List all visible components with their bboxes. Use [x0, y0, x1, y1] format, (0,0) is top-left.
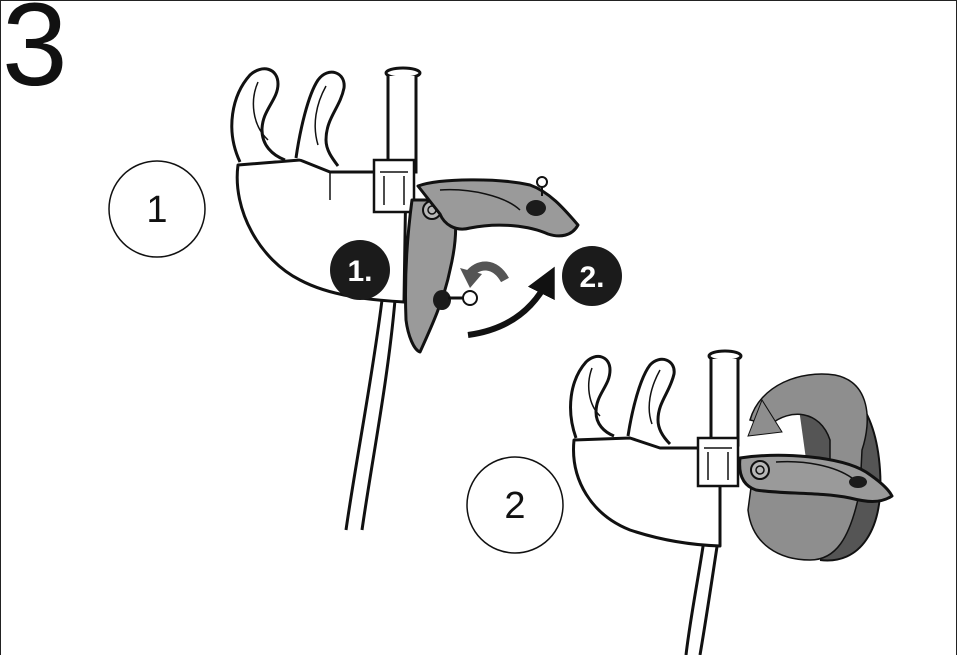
- figure-1: 1. 2. 1: [109, 68, 622, 530]
- pole-2: [686, 540, 718, 655]
- action-badge-1: 1.: [330, 240, 390, 300]
- sub-step-badge-2: 2: [467, 457, 563, 553]
- open-arrow-icon: [468, 280, 548, 335]
- prong-right-2: [628, 359, 674, 444]
- key-icon: [448, 291, 477, 305]
- action-label-2: 2.: [579, 261, 604, 294]
- pole-top-1: [386, 68, 420, 172]
- sub-step-label-1: 1: [146, 189, 167, 231]
- collar-1: [374, 160, 414, 212]
- sub-step-label-2: 2: [504, 485, 525, 527]
- action-label-1: 1.: [347, 255, 372, 288]
- sub-step-badge-1: 1: [109, 161, 205, 257]
- action-badge-2: 2.: [562, 246, 622, 306]
- collar-2: [698, 438, 738, 486]
- pivot-2: [751, 461, 769, 479]
- prong-right-1: [296, 72, 344, 166]
- pole-top-2: [709, 351, 741, 445]
- figure-2: 2: [467, 351, 892, 655]
